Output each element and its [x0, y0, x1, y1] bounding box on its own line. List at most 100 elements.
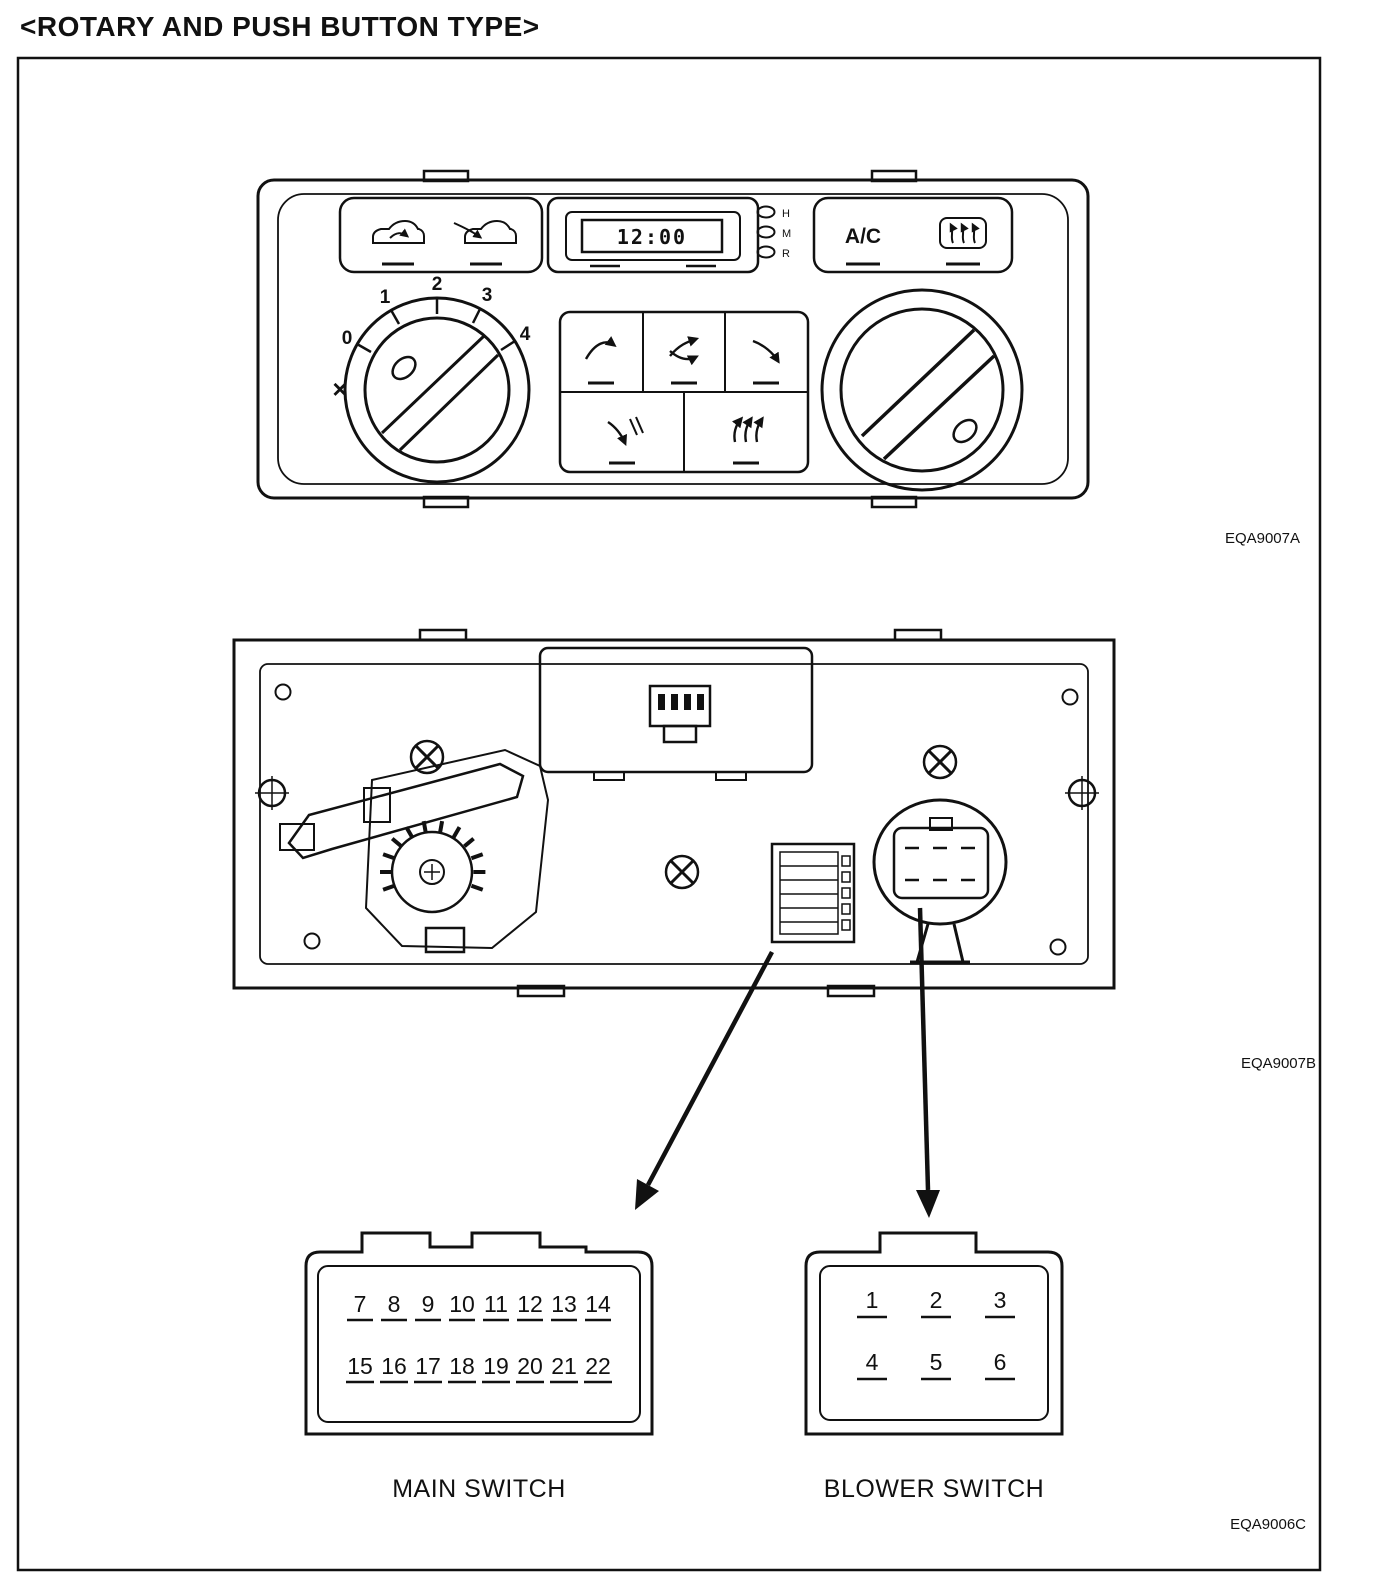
- figure-code-b: EQA9007B: [1241, 1055, 1316, 1072]
- housing-frame: [538, 646, 814, 774]
- pin-number: 2: [930, 1287, 943, 1313]
- screw-icon: [409, 739, 445, 775]
- knob-outer-ring: [820, 288, 1024, 492]
- knob-dial: [839, 307, 1005, 473]
- fan-position-1: 1: [380, 287, 391, 308]
- vent-floor-defrost-icon: [607, 416, 644, 446]
- fan-position-4: 4: [520, 324, 531, 345]
- blower-connector-rear: [872, 798, 1008, 964]
- lever-arm: [287, 762, 525, 860]
- knob-pointer: [952, 418, 978, 444]
- button-group-frame: [812, 196, 1014, 274]
- fan-position-3: 3: [482, 285, 493, 306]
- vent-bilevel-icon: [669, 336, 700, 366]
- vent-defrost-icon: [732, 416, 764, 443]
- button-group-frame: [338, 196, 544, 274]
- hvac-front-panel: 12:00 H M R A/C: [256, 169, 1090, 509]
- mechanism-plate: [364, 748, 550, 950]
- arrow-to-main-switch: [635, 950, 774, 1210]
- connector-outline: [804, 1231, 1064, 1436]
- page-title: <ROTARY AND PUSH BUTTON TYPE>: [20, 11, 540, 42]
- arrow-to-blower-switch: [916, 907, 940, 1218]
- pin-number: 19: [483, 1353, 509, 1379]
- hour-button-icon: [756, 205, 776, 219]
- mount-tab: [516, 984, 566, 998]
- blower-switch-connector: 1 2 3 4 5 6: [804, 1231, 1064, 1436]
- pin-number: 16: [381, 1353, 407, 1379]
- temperature-lever-mechanism: [279, 748, 550, 954]
- pin-number: 20: [517, 1353, 543, 1379]
- pin-number: 7: [354, 1291, 367, 1317]
- alignment-cross: [1065, 776, 1099, 810]
- mounting-hole: [1049, 938, 1067, 956]
- pin-number: 4: [866, 1349, 879, 1375]
- lever-link: [363, 787, 391, 823]
- main-connector-rear: [770, 842, 856, 944]
- clock-inner-frame: [565, 211, 741, 261]
- back-panel-inner: [259, 663, 1089, 965]
- hvac-back-panel: [232, 628, 1116, 998]
- housing-tab: [715, 771, 747, 781]
- pin-number: 9: [422, 1291, 435, 1317]
- knob-pointer: [391, 355, 417, 381]
- figure-code-a: EQA9007A: [1225, 530, 1300, 547]
- housing-tab: [593, 771, 625, 781]
- fresh-air-icon: [453, 219, 517, 244]
- knob-dial: [363, 316, 511, 464]
- mode-control-panel: [558, 310, 810, 474]
- knob-tick: [389, 309, 401, 325]
- knob-tick: [471, 308, 482, 324]
- reset-button-label: R: [782, 248, 790, 260]
- lever-clevis: [279, 823, 315, 851]
- sector-gear: [380, 820, 486, 914]
- diagram-frame: [16, 56, 1322, 1572]
- mechanism-tab: [424, 926, 466, 954]
- minute-button-label: M: [782, 228, 791, 240]
- main-switch-connector: 7 8 9 10 11 12 13 14 15 16 17 18 19 20 2…: [304, 1231, 654, 1436]
- pin-number: 13: [551, 1291, 577, 1317]
- air-intake-button-group: [338, 196, 544, 274]
- blower-switch-label: BLOWER SWITCH: [824, 1475, 1044, 1503]
- panel-body: [256, 178, 1090, 500]
- pin-number: 17: [415, 1353, 441, 1379]
- back-top-housing: [538, 646, 814, 781]
- alignment-cross: [255, 776, 289, 810]
- rear-defrost-icon: [939, 217, 987, 249]
- ac-defrost-button-group: A/C: [812, 196, 1014, 274]
- knob-tick: [356, 342, 372, 354]
- fan-off-symbol: ×: [332, 374, 347, 404]
- pin-number: 8: [388, 1291, 401, 1317]
- mounting-hole: [303, 932, 321, 950]
- ac-button-label: A/C: [845, 225, 881, 248]
- panel-bezel: [277, 193, 1069, 485]
- pin-number: 12: [517, 1291, 543, 1317]
- pin-number: 14: [585, 1291, 611, 1317]
- vent-face-icon: [584, 336, 617, 360]
- figure-code-c: EQA9006C: [1230, 1516, 1306, 1533]
- minute-button-icon: [756, 225, 776, 239]
- knob-grip-stripe: [380, 334, 486, 435]
- reset-button-icon: [756, 245, 776, 259]
- fan-speed-knob: 0 1 2 3 4 ×: [332, 274, 531, 484]
- knob-grip-stripe: [882, 354, 996, 461]
- mount-tab: [826, 984, 876, 998]
- connector-outline: [304, 1231, 654, 1436]
- recirculation-icon: [372, 219, 425, 244]
- clock-time: 12:00: [617, 225, 687, 249]
- temperature-knob: [820, 288, 1024, 492]
- knob-tick: [500, 339, 516, 352]
- fan-position-0: 0: [342, 328, 353, 349]
- pin-number: 6: [994, 1349, 1007, 1375]
- mounting-hole: [1061, 688, 1079, 706]
- screw-icon: [664, 854, 700, 890]
- main-switch-label: MAIN SWITCH: [392, 1475, 566, 1503]
- pin-number: 10: [449, 1291, 475, 1317]
- clock-set-buttons: H M R: [756, 205, 791, 260]
- connector-inner-outline: [819, 1265, 1049, 1421]
- knob-grip-stripe: [398, 353, 500, 452]
- clock-panel: 12:00: [546, 196, 760, 274]
- wire-connector-icon: [648, 684, 712, 744]
- clock-display: [580, 218, 724, 254]
